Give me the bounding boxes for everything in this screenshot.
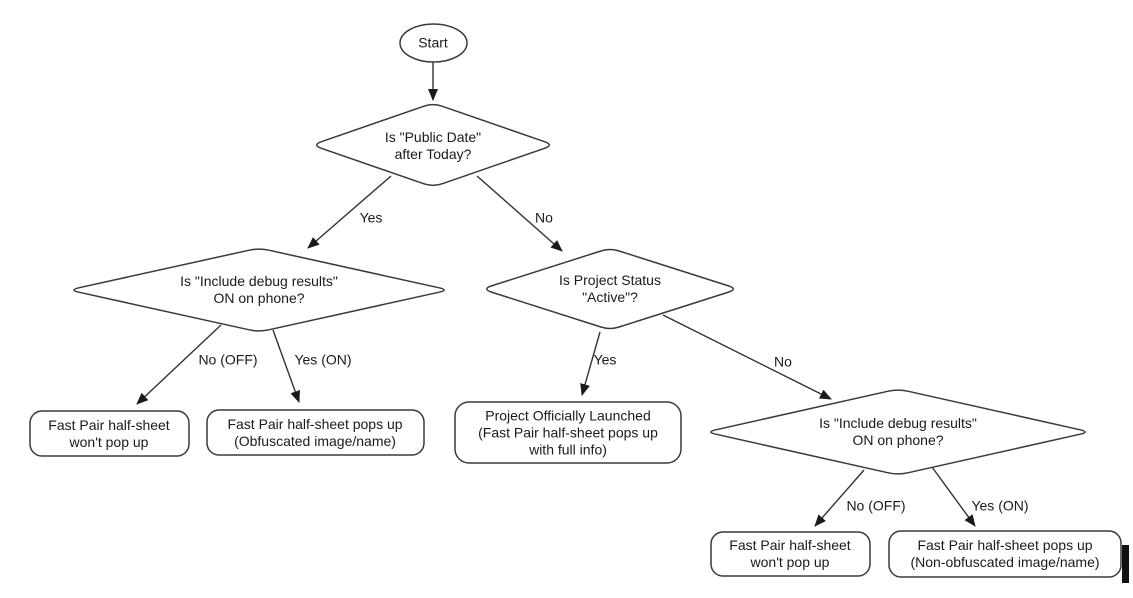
start-node-shape	[399, 23, 468, 63]
edge-no-off-to-no-popup-left	[136, 324, 222, 405]
decision-debug-left-shape	[73, 248, 445, 332]
outcome-non-obfuscated-shape	[888, 530, 1122, 578]
edge-no-to-debug-right	[662, 314, 832, 400]
outcome-no-popup-right-shape	[710, 531, 871, 577]
decision-debug-right-shape	[710, 389, 1086, 475]
edge-yes-to-launched	[580, 331, 601, 396]
edge-no-off-to-no-popup-right	[814, 469, 865, 527]
outcome-obfuscated-shape	[206, 409, 425, 456]
outcome-launched-shape	[454, 401, 682, 464]
edge-yes-to-debug-left	[307, 175, 392, 249]
decision-project-status-shape	[486, 248, 734, 330]
text-cursor-artifact	[1122, 545, 1129, 583]
edge-yes-on-to-obfuscated	[272, 329, 300, 403]
edge-no-to-project-status	[476, 175, 563, 252]
decision-public-date-shape	[315, 103, 551, 187]
edge-yes-on-to-non-obfuscated	[931, 466, 976, 527]
outcome-no-popup-left-shape	[29, 410, 190, 457]
